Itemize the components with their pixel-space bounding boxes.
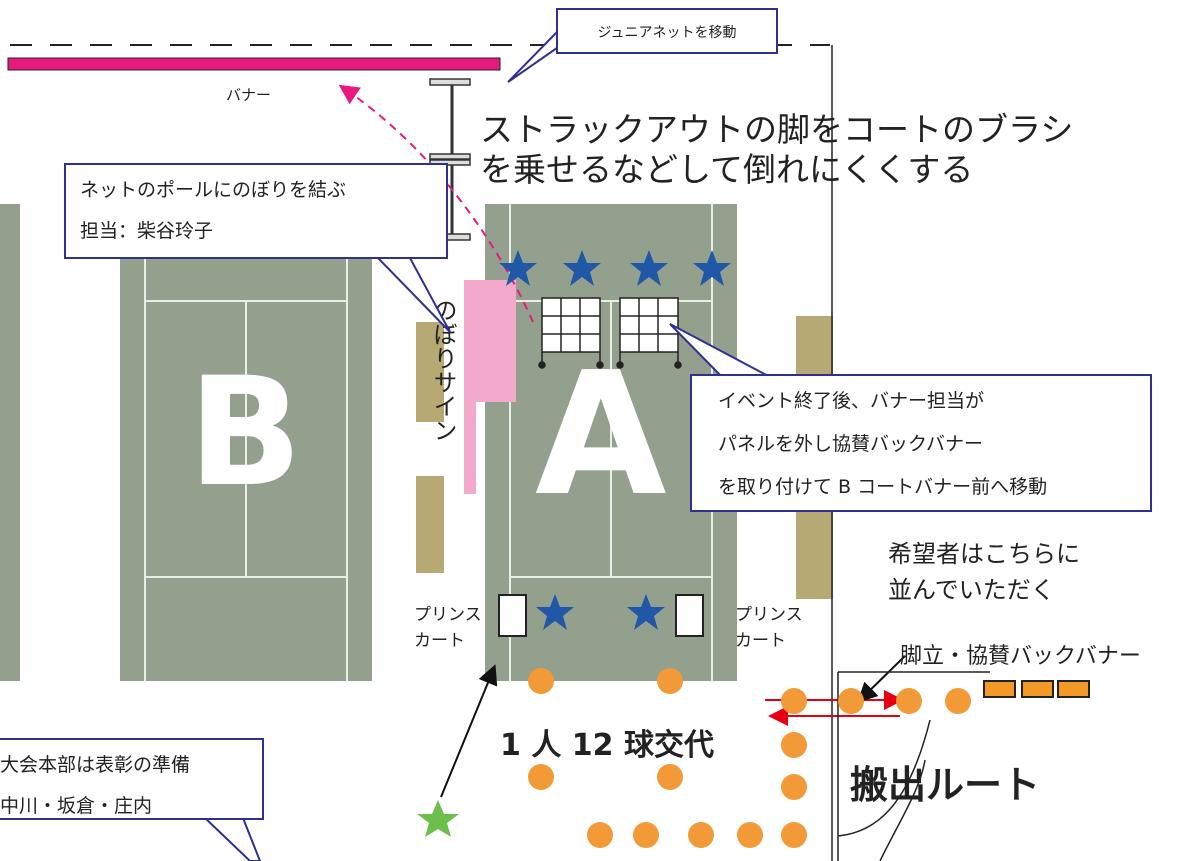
nobori-callout-line2: 担当：柴谷玲子: [80, 220, 214, 242]
black-small-arrow: [857, 655, 906, 703]
stand-banner-box-1: [983, 680, 1016, 698]
hq-line1: 大会本部は表彰の準備: [0, 754, 191, 776]
event-end-line3: を取り付けて B コートバナー前へ移動: [718, 476, 1048, 498]
ball-icon: [528, 764, 554, 790]
cart-icon: [675, 594, 704, 637]
court-b: [120, 204, 372, 681]
stand-banner-box-3: [1057, 680, 1090, 698]
ball-icon: [657, 668, 683, 694]
banner-label: バナー: [226, 86, 272, 104]
ball-rule-label: 1 人 12 球交代: [500, 728, 714, 763]
tan-post-left-bottom: [416, 476, 444, 573]
star-icon: [693, 250, 731, 286]
callout-tail-hq: [202, 817, 262, 861]
prince-cart-right-line1: プリンス: [735, 605, 803, 625]
court-b-letter: B: [188, 346, 303, 520]
event-end-line1: イベント終了後、バナー担当が: [718, 390, 985, 412]
star-icon: [536, 594, 574, 630]
star-icon: [630, 250, 668, 286]
court-a-letter: A: [535, 336, 667, 534]
junior-net-label: ジュニアネットを移動: [597, 25, 737, 41]
prince-cart-left-line2: カート: [414, 631, 465, 651]
route-arc: [837, 719, 931, 837]
court-left-edge: [0, 204, 20, 681]
tan-post-left-top: [416, 322, 444, 422]
prince-cart-right-line2: カート: [735, 631, 786, 651]
star-icon: [563, 250, 601, 286]
pink-dashed-arrow: [338, 84, 534, 323]
event-end-line2: パネルを外し協賛バックバナー: [718, 433, 984, 455]
ball-icon: [528, 668, 554, 694]
green-star-icon: [417, 800, 459, 837]
carry-out-route-label: 搬出ルート: [850, 763, 1041, 807]
ball-icon: [896, 688, 922, 714]
ball-icon: [781, 774, 807, 800]
ball-icon: [688, 822, 714, 848]
ball-icon: [633, 822, 659, 848]
ball-icon: [781, 822, 807, 848]
banner-bar: [7, 57, 501, 71]
applicants-line2: 並んでいただく: [888, 576, 1055, 604]
star-icon: [627, 594, 665, 630]
ball-icon: [945, 688, 971, 714]
applicants-line1: 希望者はこちらに: [888, 540, 1080, 568]
star-icon: [499, 250, 537, 286]
hq-line2: 中川・坂倉・庄内: [0, 795, 153, 817]
stand-banner-box-2: [1021, 680, 1054, 698]
prince-cart-left-line1: プリンス: [414, 605, 482, 625]
callout-tail-event: [669, 323, 771, 378]
callout-tail-junior: [507, 29, 558, 83]
route-arc-lower: [879, 759, 926, 861]
struckout-stand: [429, 78, 471, 241]
nobori-pole: [464, 400, 476, 494]
callout-event-end: イベント終了後、バナー担当が パネルを外し協賛バックバナー を取り付けて B コ…: [690, 374, 1152, 512]
ball-icon: [838, 688, 864, 714]
blue-stars: [499, 250, 731, 630]
ball-icon: [587, 822, 613, 848]
struckout-note-line1: ストラックアウトの脚をコートのブラシ: [480, 110, 1074, 149]
callout-junior-net: ジュニアネットを移動: [556, 8, 778, 54]
cart-icon: [498, 594, 527, 637]
panel-icon: [538, 297, 604, 369]
ball-icon: [737, 822, 763, 848]
stand-banner-label: 脚立・協賛バックバナー: [900, 644, 1141, 669]
struckout-note-line2: を乗せるなどして倒れにくくする: [480, 150, 974, 189]
ball-icon: [781, 688, 807, 714]
nobori-callout-line1: ネットのポールにのぼりを結ぶ: [80, 179, 347, 201]
callout-hq: 大会本部は表彰の準備 中川・坂倉・庄内: [0, 738, 264, 820]
ball-icon: [781, 732, 807, 758]
callout-tail-nobori: [375, 257, 451, 333]
ball-icon: [657, 764, 683, 790]
black-arrow: [440, 664, 498, 798]
nobori-flag: [464, 280, 516, 402]
callout-nobori: ネットのポールにのぼりを結ぶ 担当：柴谷玲子: [64, 163, 448, 259]
panel-icon: [616, 297, 682, 369]
